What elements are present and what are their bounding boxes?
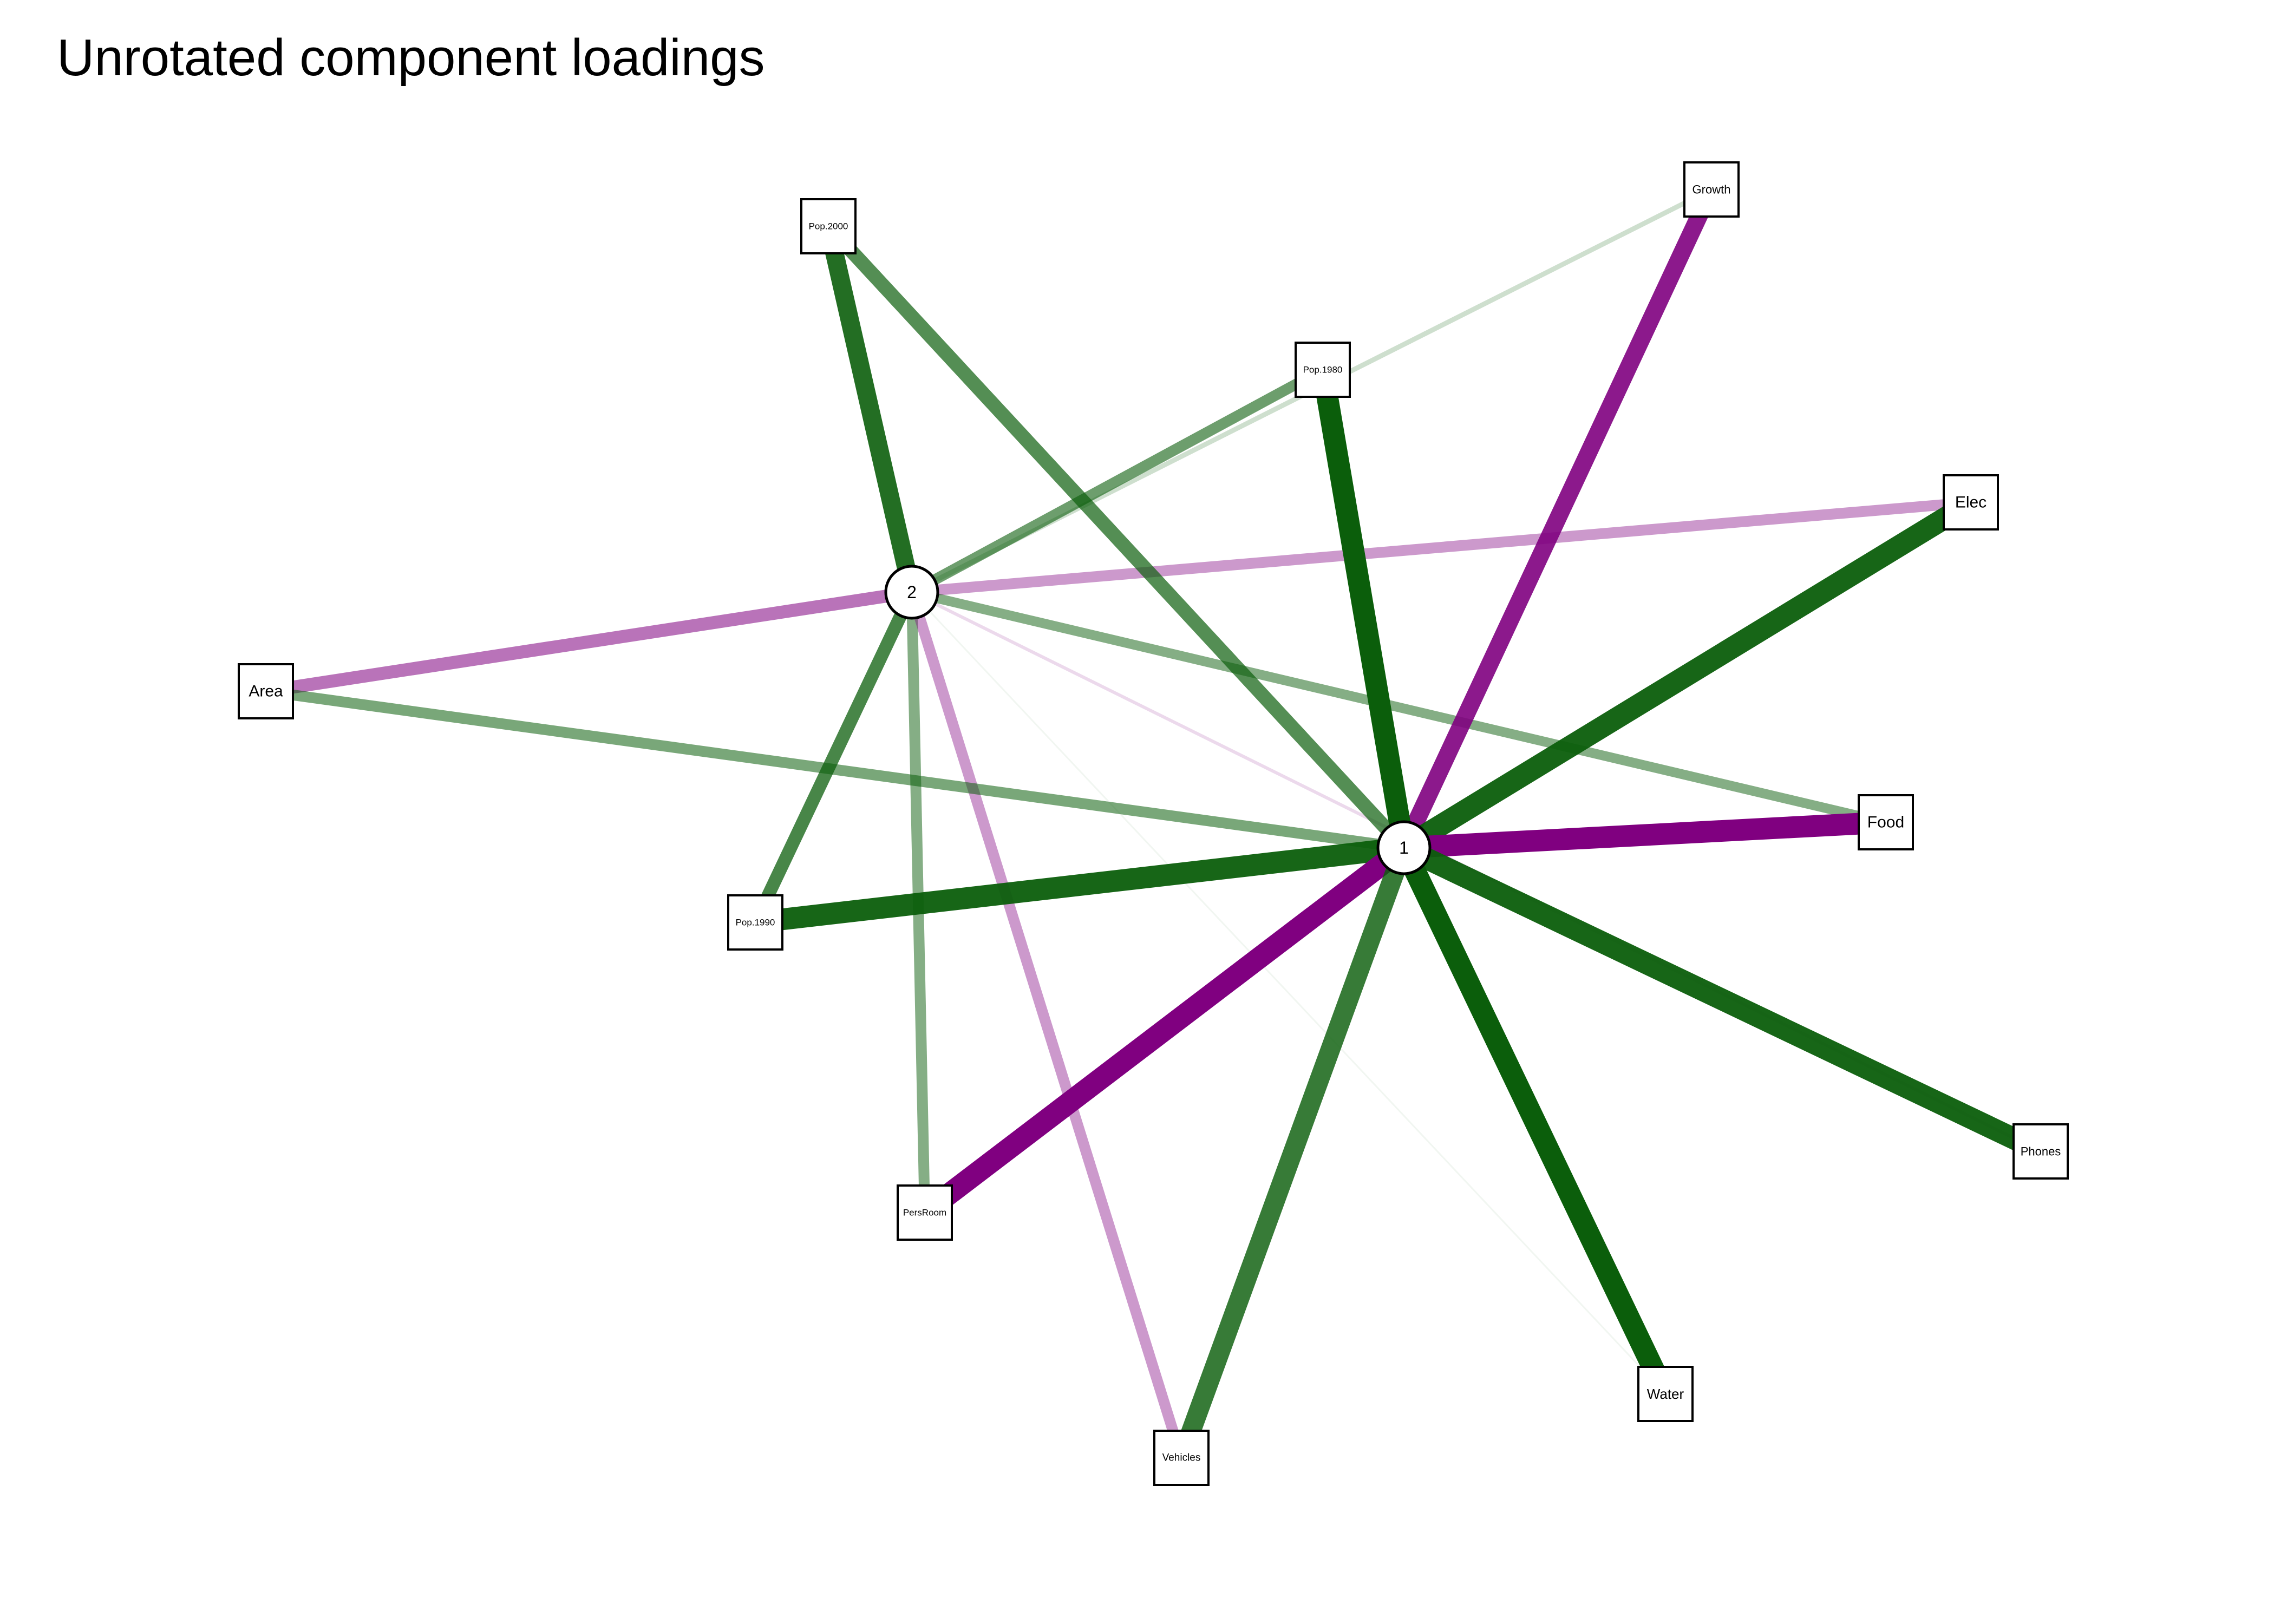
factor-label: 1 (1399, 838, 1409, 857)
variable-box (2012, 1123, 2069, 1180)
edge-2-vehicles (906, 591, 1187, 1459)
edge-2-pop-1980 (909, 365, 1325, 597)
variable-node-vehicles: Vehicles (1153, 1430, 1210, 1486)
variable-label: Food (1867, 814, 1904, 831)
edge-2-area (265, 586, 913, 698)
variable-label: Phones (2021, 1145, 2061, 1158)
variable-label: Vehicles (1162, 1452, 1201, 1464)
edge-1-pop-1990 (754, 837, 1406, 933)
variable-label: Area (249, 683, 283, 700)
diagram-title: Unrotated component loadings (57, 29, 765, 87)
edge-2-water (911, 591, 1667, 1395)
variable-box (1637, 1366, 1694, 1422)
edge-2-pop-2000 (819, 224, 921, 594)
variable-node-elec: Elec (1943, 474, 1999, 531)
variable-box (1295, 342, 1351, 398)
variable-box (800, 198, 857, 254)
factor-node-2: 2 (884, 565, 939, 620)
variable-node-area: Area (238, 663, 294, 719)
variable-node-growth: Growth (1683, 161, 1740, 218)
variable-box (897, 1184, 953, 1241)
node-layer: GrowthPop.2000Pop.1980ElecAreaFoodPop.19… (238, 161, 2069, 1486)
edge-1-water (1394, 843, 1676, 1399)
variable-box (1153, 1430, 1210, 1486)
edge-1-persroom (918, 839, 1411, 1221)
factor-label: 2 (907, 582, 917, 602)
edge-1-growth (1396, 186, 1720, 852)
edge-1-food (1403, 811, 1887, 859)
variable-node-pop-1990: Pop.1990 (727, 894, 783, 951)
edge-1-phones (1399, 837, 2046, 1162)
variable-box (238, 663, 294, 719)
factor-circle (1376, 820, 1432, 875)
variable-node-persroom: PersRoom (897, 1184, 953, 1241)
variable-label: Water (1647, 1386, 1684, 1402)
variable-label: Pop.1980 (1303, 365, 1343, 375)
variable-node-food: Food (1858, 794, 1914, 850)
edge-2-pop-1990 (749, 589, 918, 926)
edge-1-area (265, 686, 1405, 853)
edge-1-pop-1980 (1312, 368, 1415, 850)
variable-label: Growth (1693, 183, 1731, 197)
edge-layer (265, 186, 2046, 1462)
variable-node-phones: Phones (2012, 1123, 2069, 1180)
variable-box (727, 894, 783, 951)
edge-1-elec (1398, 493, 1977, 857)
edge-1-pop-2000 (823, 221, 1409, 853)
variable-label: Pop.2000 (809, 221, 848, 232)
variable-box (1683, 161, 1740, 218)
variable-box (1858, 794, 1914, 850)
variable-label: PersRoom (903, 1208, 946, 1218)
factor-circle (884, 565, 939, 620)
variable-box (1943, 474, 1999, 531)
variable-node-pop-2000: Pop.2000 (800, 198, 857, 254)
edge-2-food (910, 587, 1887, 827)
edge-1-vehicles (1172, 844, 1413, 1462)
edge-2-elec (911, 497, 1971, 598)
factor-node-1: 1 (1376, 820, 1432, 875)
variable-node-water: Water (1637, 1366, 1694, 1422)
variable-node-pop-1980: Pop.1980 (1295, 342, 1351, 398)
variable-label: Pop.1990 (736, 918, 775, 928)
variable-label: Elec (1955, 494, 1987, 512)
